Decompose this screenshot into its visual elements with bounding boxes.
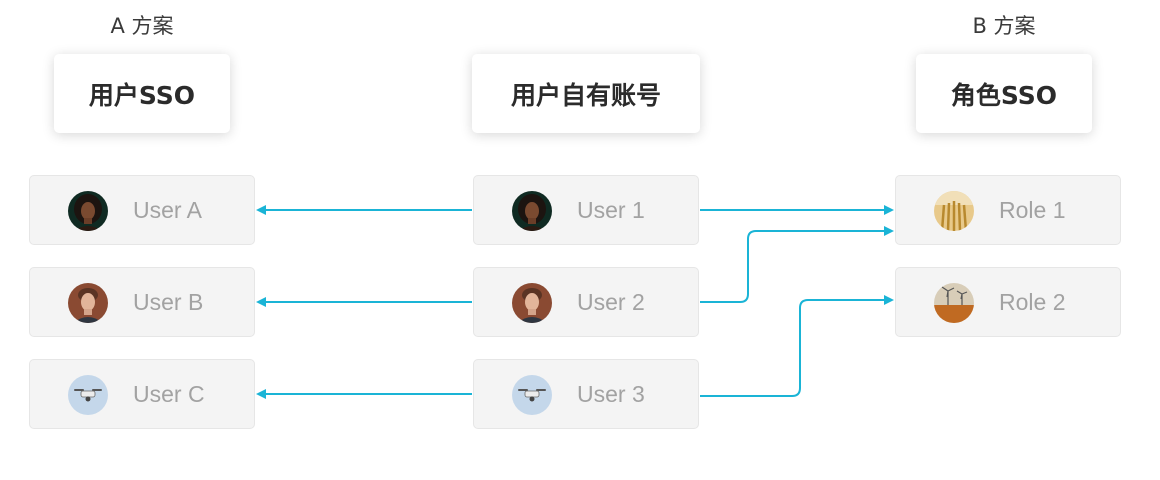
man-portrait-avatar (512, 283, 552, 323)
user-1-card[interactable]: User 1 (473, 175, 699, 245)
role-2-card[interactable]: Role 2 (895, 267, 1121, 337)
woman-portrait-avatar (68, 191, 108, 231)
role-sso-header: 角色SSO (916, 54, 1092, 133)
user-2-card[interactable]: User 2 (473, 267, 699, 337)
woman-portrait-avatar (512, 191, 552, 231)
user-1-label: User 1 (577, 197, 645, 223)
role-1-label: Role 1 (999, 197, 1066, 223)
user-3-label: User 3 (577, 381, 645, 407)
scheme-b-label: B 方案 (972, 14, 1036, 38)
role-2-label: Role 2 (999, 289, 1066, 315)
user-a-card[interactable]: User A (29, 175, 255, 245)
user-c-card[interactable]: User C (29, 359, 255, 429)
wheat-field-avatar (934, 191, 974, 231)
user-b-label: User B (133, 289, 204, 315)
user-2-label: User 2 (577, 289, 645, 315)
drone-avatar (68, 375, 108, 415)
role-1-card[interactable]: Role 1 (895, 175, 1121, 245)
scheme-a-label: A 方案 (110, 14, 174, 38)
user-3-card[interactable]: User 3 (473, 359, 699, 429)
own-account-header: 用户自有账号 (472, 54, 700, 133)
user-c-label: User C (133, 381, 205, 407)
connector-user3-to-role2 (700, 295, 894, 397)
man-portrait-avatar (68, 283, 108, 323)
connector-user2-to-role1 (700, 226, 894, 303)
wind-turbines-avatar (934, 283, 974, 323)
user-sso-header: 用户SSO (54, 54, 230, 133)
user-b-card[interactable]: User B (29, 267, 255, 337)
drone-avatar (512, 375, 552, 415)
user-a-label: User A (133, 197, 203, 223)
